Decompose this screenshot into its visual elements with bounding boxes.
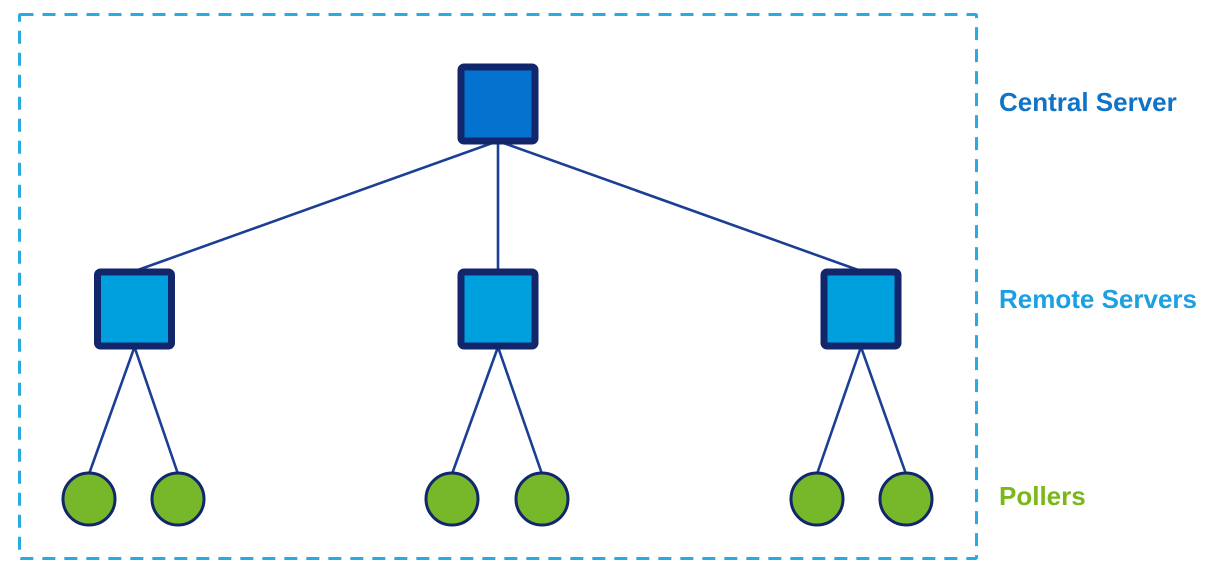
poller-node-1 — [61, 471, 117, 527]
remote-server-node-2 — [457, 268, 539, 350]
edge-remote1-to-poller1 — [87, 345, 136, 476]
remote-server-node-1 — [94, 268, 175, 350]
central-server-label: Central Server — [999, 87, 1177, 117]
edge-central-to-remote-3 — [496, 139, 863, 273]
edge-remote2-to-poller3 — [450, 345, 500, 476]
edges-group — [87, 139, 908, 476]
poller-node-6 — [878, 471, 934, 527]
remote-server-node-3 — [820, 268, 902, 350]
poller-node-4 — [514, 471, 570, 527]
central-server-node — [457, 63, 539, 145]
edge-remote1-to-poller2 — [133, 345, 180, 476]
edge-remote3-to-poller5 — [815, 345, 863, 476]
pollers-group — [61, 471, 934, 527]
pollers-label: Pollers — [999, 481, 1086, 511]
poller-node-3 — [424, 471, 480, 527]
edge-remote3-to-poller6 — [859, 345, 908, 476]
edge-remote2-to-poller4 — [496, 345, 544, 476]
edge-central-to-remote-1 — [133, 139, 500, 273]
remote-servers-label: Remote Servers — [999, 284, 1197, 314]
poller-node-2 — [150, 471, 206, 527]
poller-node-5 — [789, 471, 845, 527]
